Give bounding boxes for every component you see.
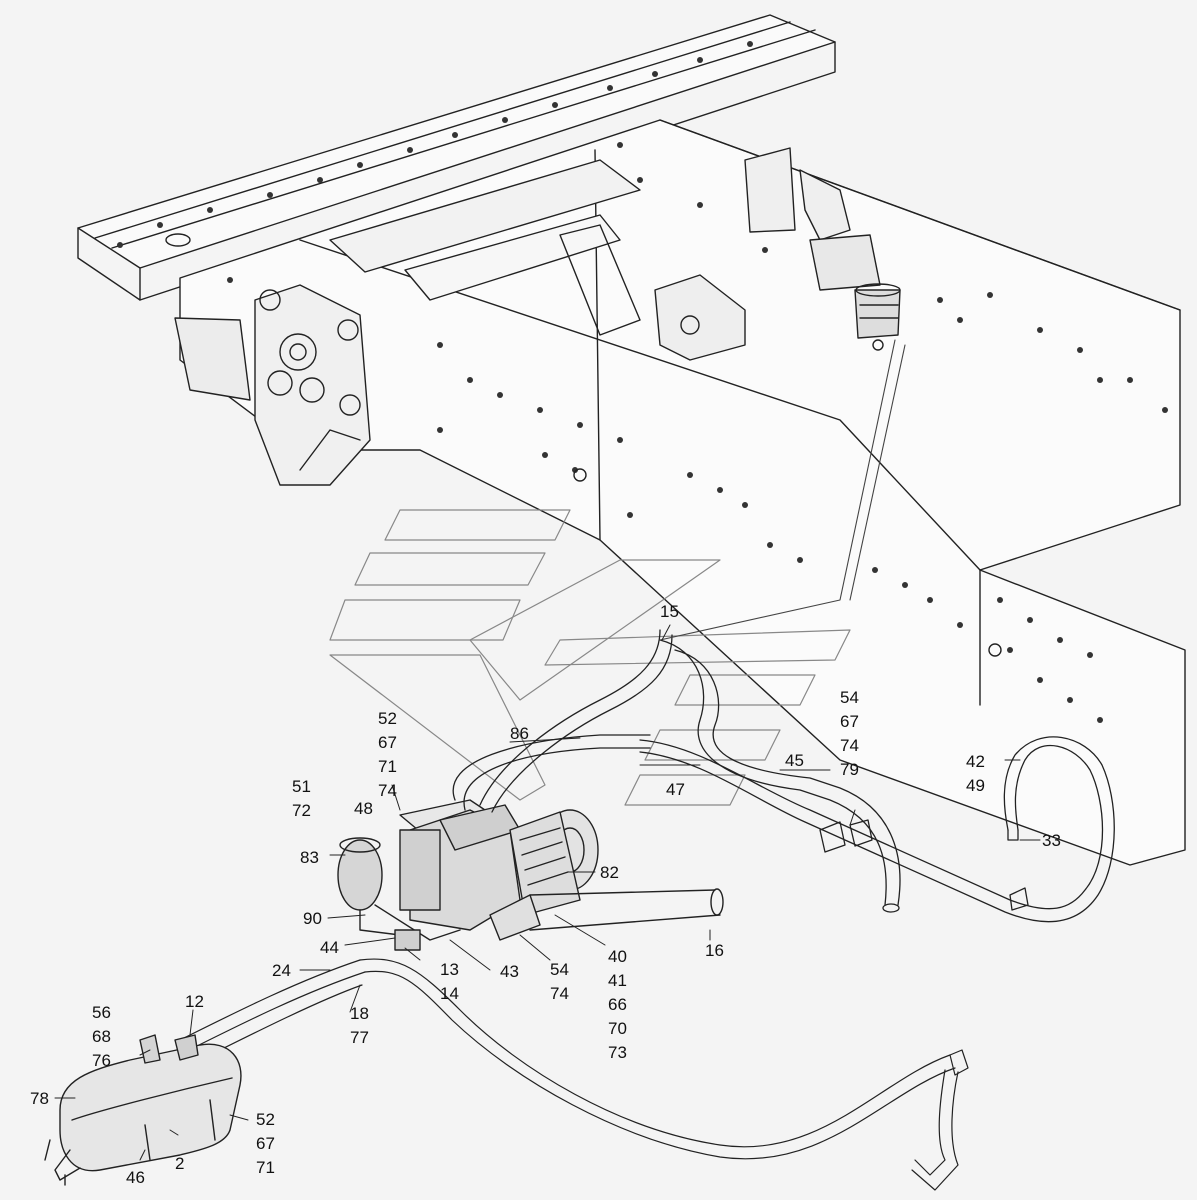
callout-52-67-71: 52 67 71 [256, 1110, 275, 1177]
spring-bracket-plate [174, 284, 371, 486]
callout-90: 90 [303, 909, 322, 928]
rear-hanger-with-filter [744, 147, 901, 351]
callout-43: 43 [500, 962, 519, 981]
corrugated-hose [359, 958, 969, 1191]
callout-40-41-66-70-73: 40 41 66 70 73 [608, 947, 627, 1062]
watermark-logo [329, 509, 851, 806]
callout-42-49: 42 49 [966, 752, 985, 795]
frame-side-member [179, 119, 1186, 866]
callout-52-67-71-74: 52 67 71 74 [378, 709, 397, 800]
leader-lines [54, 624, 1041, 1161]
fuel-filter-body [337, 839, 383, 911]
fuel-line [659, 339, 906, 641]
callout-54-67-74-79: 54 67 74 79 [840, 688, 859, 779]
callout-54-74: 54 74 [550, 960, 569, 1003]
middle-hanger-bracket [654, 274, 746, 361]
callout-33: 33 [1042, 831, 1061, 850]
callout-82: 82 [600, 863, 619, 882]
callout-86: 86 [510, 724, 529, 743]
callout-46: 46 [126, 1168, 145, 1187]
callout-51-72: 51 72 [292, 777, 311, 820]
callout-12: 12 [185, 992, 204, 1011]
callout-45: 45 [785, 751, 804, 770]
frame-cross-member [329, 159, 641, 336]
frame-large-hole-2 [988, 643, 1002, 657]
callout-83: 83 [300, 848, 319, 867]
frame-large-hole [573, 468, 587, 482]
callout-13-14: 13 14 [440, 960, 459, 1003]
callout-15: 15 [660, 602, 679, 621]
callout-24: 24 [272, 961, 291, 980]
callout-44: 44 [320, 938, 339, 957]
coolant-hoses [452, 629, 1115, 923]
callout-56-68-76: 56 68 76 [92, 1003, 111, 1070]
callout-47: 47 [666, 780, 685, 799]
callout-2: 2 [175, 1154, 185, 1173]
exhaust-pipe [529, 888, 724, 931]
frame-holes [117, 41, 1168, 723]
muffler [44, 1034, 242, 1186]
callout-18-77: 18 77 [350, 1004, 369, 1047]
callout-48: 48 [354, 799, 373, 818]
callout-16: 16 [705, 941, 724, 960]
callout-78: 78 [30, 1089, 49, 1108]
